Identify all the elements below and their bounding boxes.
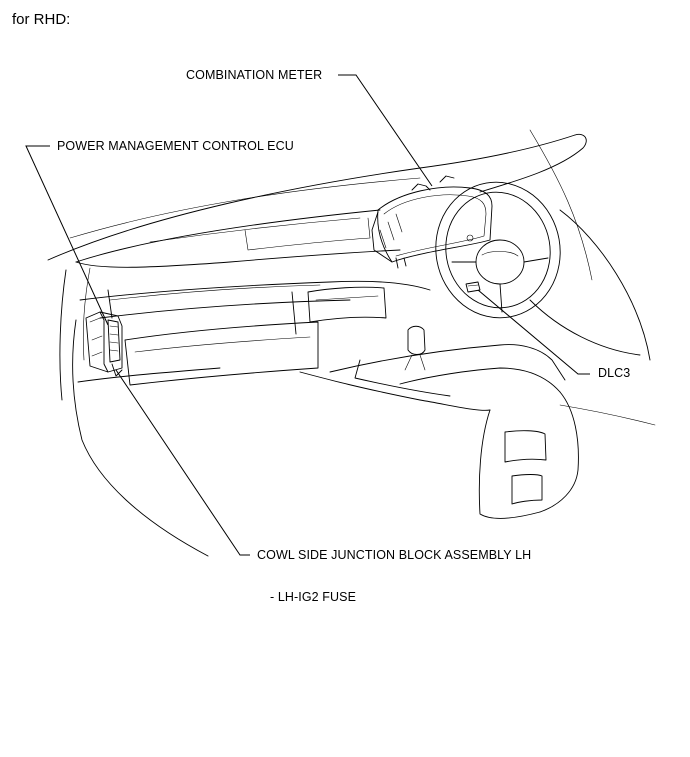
combination-meter-shape [371,175,493,269]
windshield-edge [47,134,576,261]
dash-top [75,209,381,263]
glovebox [124,321,319,386]
label-combination-meter: COMBINATION METER [186,68,323,82]
label-power-management-ecu: POWER MANAGEMENT CONTROL ECU [57,139,294,153]
label-dlc3: DLC3 [598,366,631,380]
console-vent [504,430,547,463]
label-lh-ig2-fuse: - LH-IG2 FUSE [270,590,357,604]
label-cowl-side-junction-block: COWL SIDE JUNCTION BLOCK ASSEMBLY LH [257,548,532,562]
shift-lever [407,325,426,355]
leader-cowl-side-junction-block [115,369,250,556]
diagram-heading: for RHD: [12,11,71,28]
dlc3-connector [465,281,481,293]
dash-middle [79,280,431,301]
leader-dlc3 [477,289,590,375]
center-console [329,344,566,381]
leader-power-management-ecu [25,145,109,326]
center-vent [307,286,387,323]
steering-hub [475,239,525,285]
steering-wheel [435,181,561,319]
junction-block-shape [85,311,123,377]
leader-combination-meter [338,74,433,187]
